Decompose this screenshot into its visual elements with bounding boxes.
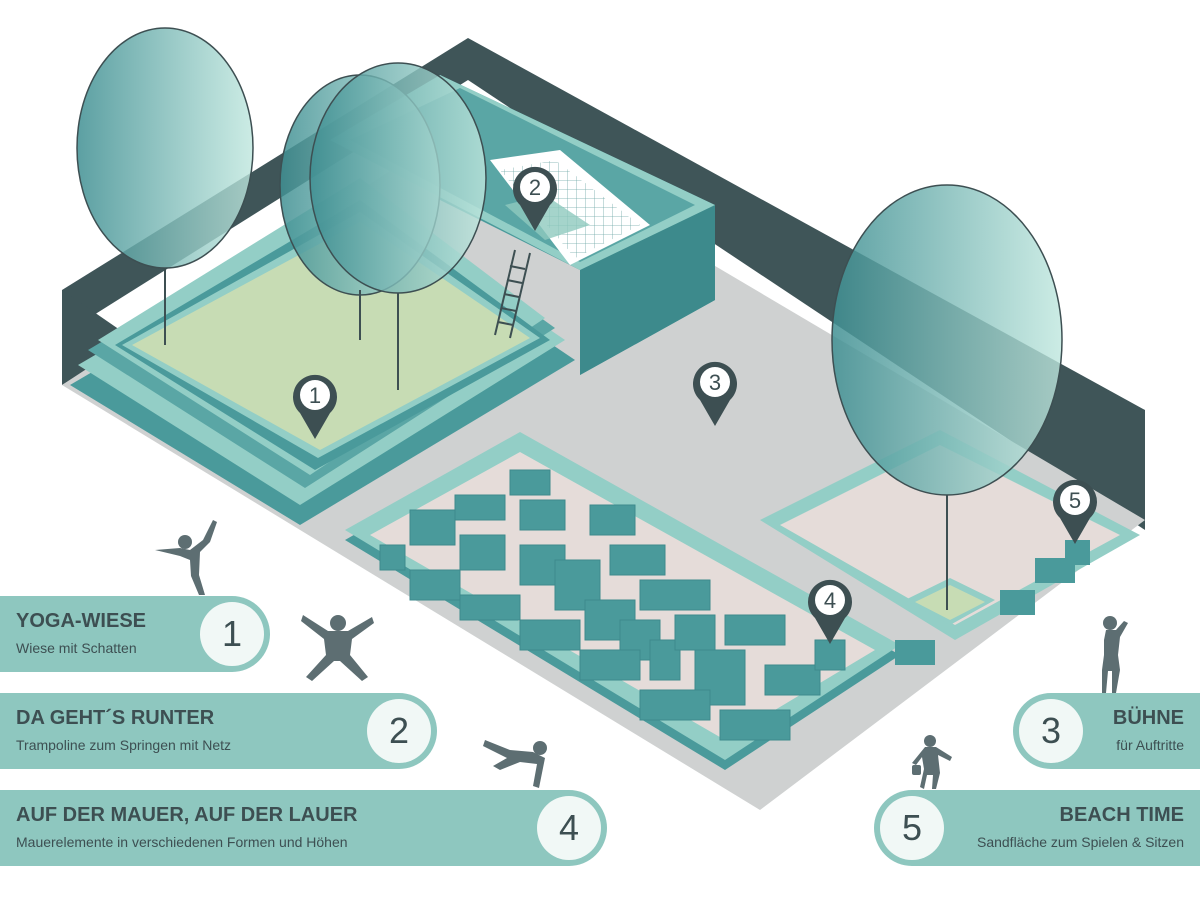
card-number-badge: 5 [880,796,944,860]
pin-number: 5 [1069,488,1081,513]
pin-number: 1 [309,383,321,408]
pin-number: 4 [824,588,836,613]
card-number-badge: 1 [200,602,264,666]
legend-card-auf-der-mauer[interactable]: AUF DER MAUER, AUF DER LAUER Mauerelemen… [0,790,607,866]
card-title: BÜHNE [1112,707,1184,729]
card-number-badge: 2 [367,699,431,763]
card-subtitle: Mauerelemente in verschiedenen Formen un… [16,834,348,850]
legend-card-buehne[interactable]: BÜHNE für Auftritte 3 [1013,693,1200,769]
legend-card-da-gehts-runter[interactable]: DA GEHT´S RUNTER Trampoline zum Springen… [0,693,437,769]
map-pin-5[interactable]: 5 [1053,479,1097,544]
tree [831,184,1063,610]
card-title: AUF DER MAUER, AUF DER LAUER [16,804,358,826]
card-title: YOGA-WIESE [16,610,147,632]
legend-card-yoga-wiese[interactable]: YOGA-WIESE Wiese mit Schatten 1 [0,596,270,672]
pin-number: 2 [529,175,541,200]
card-number-badge: 4 [537,796,601,860]
card-subtitle: für Auftritte [1116,737,1184,753]
map-pin-4[interactable]: 4 [808,579,852,644]
jumping-silhouette-icon [301,615,374,681]
yoga-pose-silhouette-icon [155,520,217,595]
ladder [494,249,531,339]
card-title: DA GEHT´S RUNTER [16,707,215,729]
card-subtitle: Wiese mit Schatten [16,640,137,656]
tree [76,27,254,345]
card-number-badge: 3 [1019,699,1083,763]
trees [76,27,1063,610]
card-subtitle: Trampoline zum Springen mit Netz [16,737,232,753]
map-pin-2[interactable]: 2 [513,166,557,231]
tree [309,62,487,390]
map-pin-1[interactable]: 1 [293,374,337,439]
card-subtitle: Sandfläche zum Spielen & Sitzen [976,834,1184,850]
legend-card-beach-time[interactable]: BEACH TIME Sandfläche zum Spielen & Sitz… [874,790,1200,866]
beach-area [760,430,1140,665]
beach-child-silhouette-icon [912,735,952,789]
diving-silhouette-icon [483,740,547,788]
map-pin-3[interactable]: 3 [693,361,737,426]
singer-silhouette-icon [1102,616,1128,693]
pin-number: 3 [709,370,721,395]
wall-maze-area [345,432,900,770]
card-title: BEACH TIME [1059,804,1184,826]
